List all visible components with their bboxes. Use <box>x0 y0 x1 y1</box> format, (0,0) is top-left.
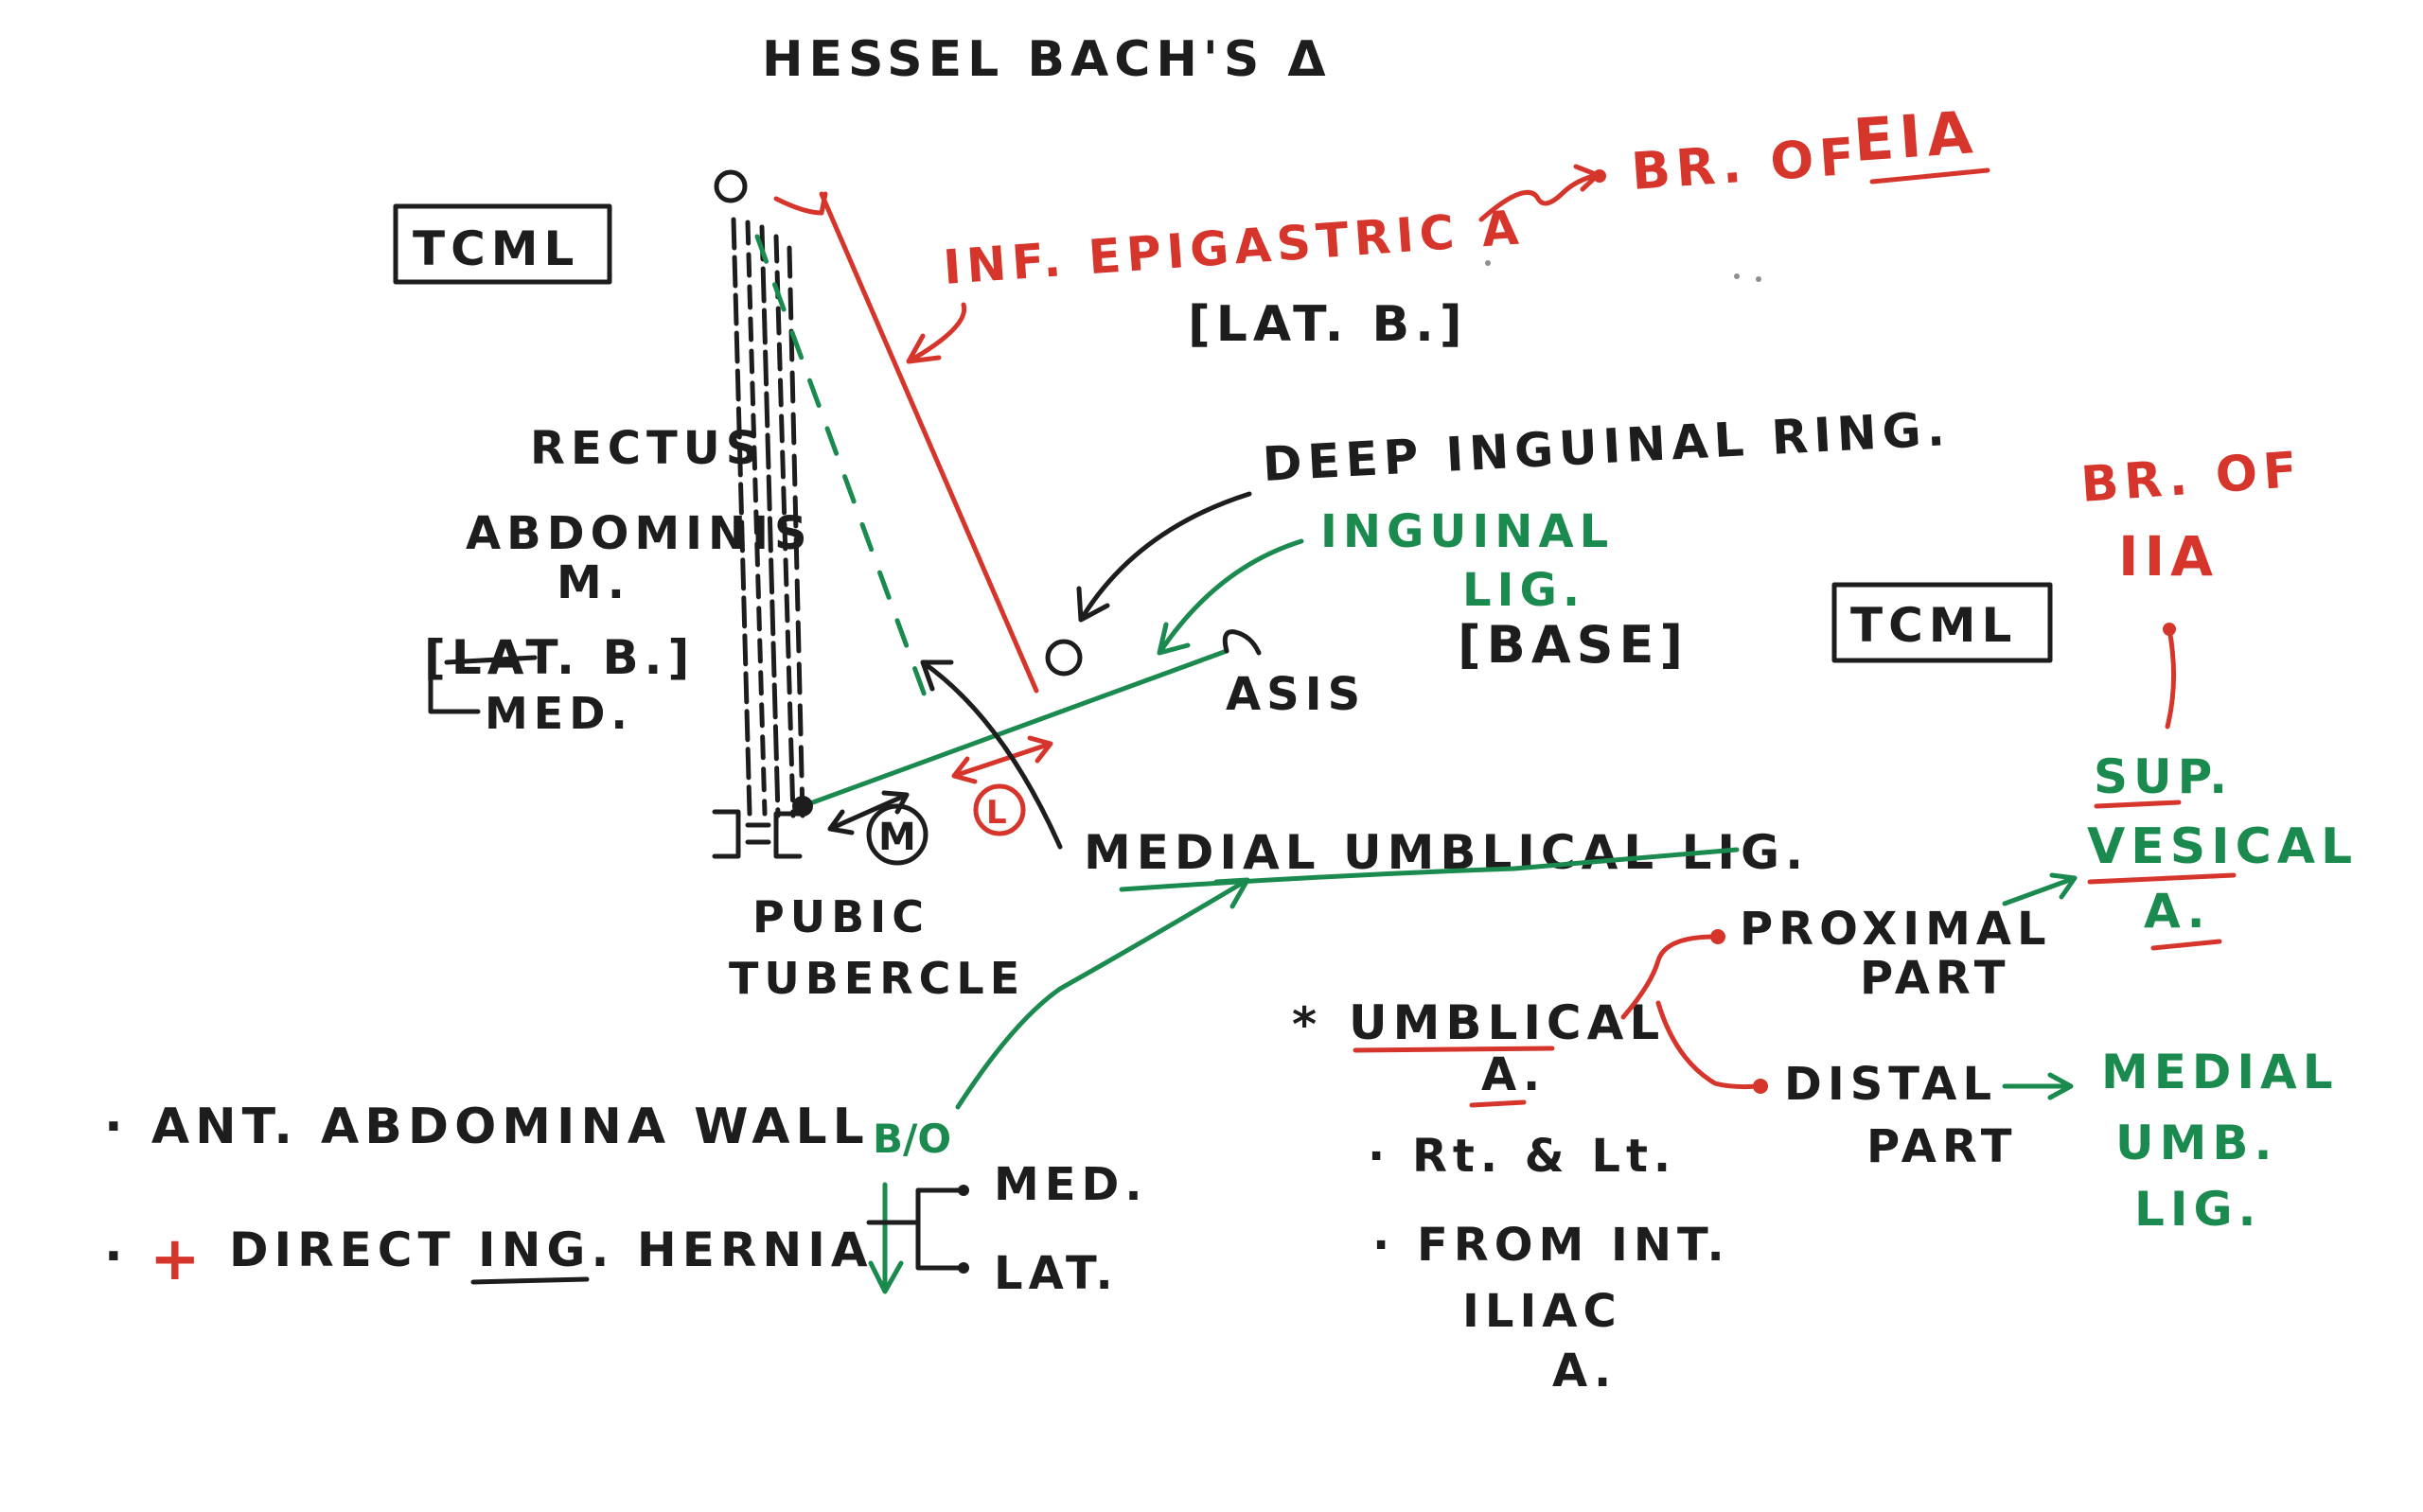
squiggle-end-dot <box>1593 169 1606 183</box>
bullet-2-dot: · <box>104 1228 129 1285</box>
rectus-label-line2: ABDOMINIS <box>466 507 813 560</box>
tcml-left-box <box>393 203 612 285</box>
umblical-underline-2 <box>1469 1099 1527 1108</box>
pubic-tubercle-label-2: TUBERCLE <box>729 953 1025 1004</box>
rt-lt-note: · Rt. & Lt. <box>1368 1130 1676 1183</box>
tcml-left-label: TCML <box>413 221 579 276</box>
br-of-eia-prefix: BR. OF <box>1630 126 1863 202</box>
br-of-eia-eia: EIA <box>1851 97 1980 175</box>
med-branch-dot <box>958 1185 969 1196</box>
pubic-tubercle-label-1: PUBIC <box>752 891 929 942</box>
medial-umb-right-label-2: UMB. <box>2115 1116 2277 1170</box>
inguinal-ligament <box>800 648 1229 809</box>
ing-underline <box>470 1276 590 1285</box>
deep-inguinal-ring-circle <box>1045 639 1083 677</box>
asis-hook <box>1222 629 1262 656</box>
bo-down-arrow <box>868 1182 904 1294</box>
umblical-label-1: UMBLICAL <box>1349 995 1665 1050</box>
sup-vesical-label-2: VESICAL <box>2087 818 2358 875</box>
medial-umb-right-label-1: MEDIAL <box>2101 1045 2339 1099</box>
lat-branch-dot <box>958 1262 969 1274</box>
rectus-abdominis-hatching <box>731 217 805 818</box>
lat-b-top-label: [LAT. B.] <box>1188 296 1468 353</box>
epigastric-fork <box>773 191 828 216</box>
from-int-note-3: A. <box>1552 1345 1617 1398</box>
rectus-med-label: MED. <box>485 688 633 739</box>
bullet-direct-ing-hernia: DIRECT ING. HERNIA <box>229 1222 874 1277</box>
base-label: [BASE] <box>1458 615 1689 675</box>
medial-umb-right-label-3: LIG. <box>2134 1182 2262 1237</box>
l-circle-label: L <box>986 794 1007 832</box>
lat-branch-label: LAT. <box>994 1247 1119 1300</box>
umblical-label-2: A. <box>1481 1048 1546 1101</box>
rectus-bracket-ext <box>428 671 481 714</box>
proximal-dot <box>1710 929 1725 944</box>
med-lat-branch <box>866 1187 964 1271</box>
iia-connector-line <box>2165 626 2177 730</box>
dust-mark <box>1734 273 1740 279</box>
proximal-label-1: PROXIMAL <box>1740 903 2052 956</box>
rectus-label-line1: RECTUS <box>530 422 764 475</box>
from-int-note-1: · FROM INT. <box>1372 1219 1730 1272</box>
inferior-epigastric-artery <box>819 191 1039 694</box>
med-branch-label: MED. <box>994 1158 1148 1211</box>
m-circle-label: M <box>878 816 916 859</box>
diagram-title: HESSEL BACH'S Δ <box>762 31 1332 88</box>
from-int-note-2: ILIAC <box>1462 1285 1622 1338</box>
proximal-label-2: PART <box>1860 952 2010 1005</box>
medial-umb-pointer-arrow <box>920 659 1063 850</box>
bullet-ant-abdomina-wall: · ANT. ABDOMINA WALL <box>104 1099 870 1155</box>
bo-to-medial-umb-arrow <box>955 877 1250 1110</box>
m-circle <box>866 803 929 866</box>
umblical-star: * <box>1292 997 1322 1052</box>
inguinal-lig-arrow <box>1157 538 1304 656</box>
inguinal-lig-label-1: INGUINAL <box>1320 505 1614 558</box>
dust-mark <box>1485 260 1491 266</box>
bullet-2-plus: + <box>150 1224 206 1294</box>
distal-dot <box>1753 1079 1768 1094</box>
sup-vesical-underline-1 <box>2094 800 2182 809</box>
epigastric-arrow <box>906 302 967 364</box>
eia-underline <box>1869 167 1990 185</box>
dashed-green-line <box>754 234 929 701</box>
distal-label-2: PART <box>1866 1120 2017 1173</box>
dust-mark <box>1756 276 1761 282</box>
umblical-branch-curve <box>1620 934 1761 1090</box>
tcml-right-label: TCML <box>1850 598 2017 653</box>
umblical-underline-1 <box>1353 1046 1555 1053</box>
rectus-top-point <box>714 169 748 203</box>
deep-ring-label: DEEP INGUINAL RING. <box>1262 401 1952 492</box>
pubic-tubercle-bracket <box>712 809 803 859</box>
sup-vesical-underline-3 <box>2150 939 2222 951</box>
distal-arrow <box>2002 1072 2074 1100</box>
deep-ring-arrow <box>1076 491 1252 623</box>
tcml-right-box <box>1831 582 2053 663</box>
br-of-iia-label-1: BR. OF <box>2079 442 2305 514</box>
inguinal-lig-label-2: LIG. <box>1462 564 1585 617</box>
distal-label-1: DISTAL <box>1784 1058 1997 1111</box>
sup-vesical-underline-2 <box>2087 872 2237 885</box>
sup-vesical-label-1: SUP. <box>2094 749 2233 804</box>
medial-arrow <box>827 790 910 835</box>
rectus-lat-b: [LAT. B.] <box>424 630 695 685</box>
rectus-lat-strike <box>444 655 538 665</box>
bo-label: B/O <box>873 1116 951 1162</box>
lateral-arrow <box>951 735 1053 784</box>
l-circle <box>973 783 1026 836</box>
inf-epigastric-label: INF. EPIGASTRIC A <box>942 200 1526 295</box>
sup-vesical-label-3: A. <box>2144 884 2211 939</box>
br-of-iia-label-2: IIA <box>2118 524 2219 589</box>
proximal-arrow <box>2002 872 2078 906</box>
rectus-label-line3: M. <box>557 556 630 609</box>
asis-label: ASIS <box>1226 668 1366 721</box>
